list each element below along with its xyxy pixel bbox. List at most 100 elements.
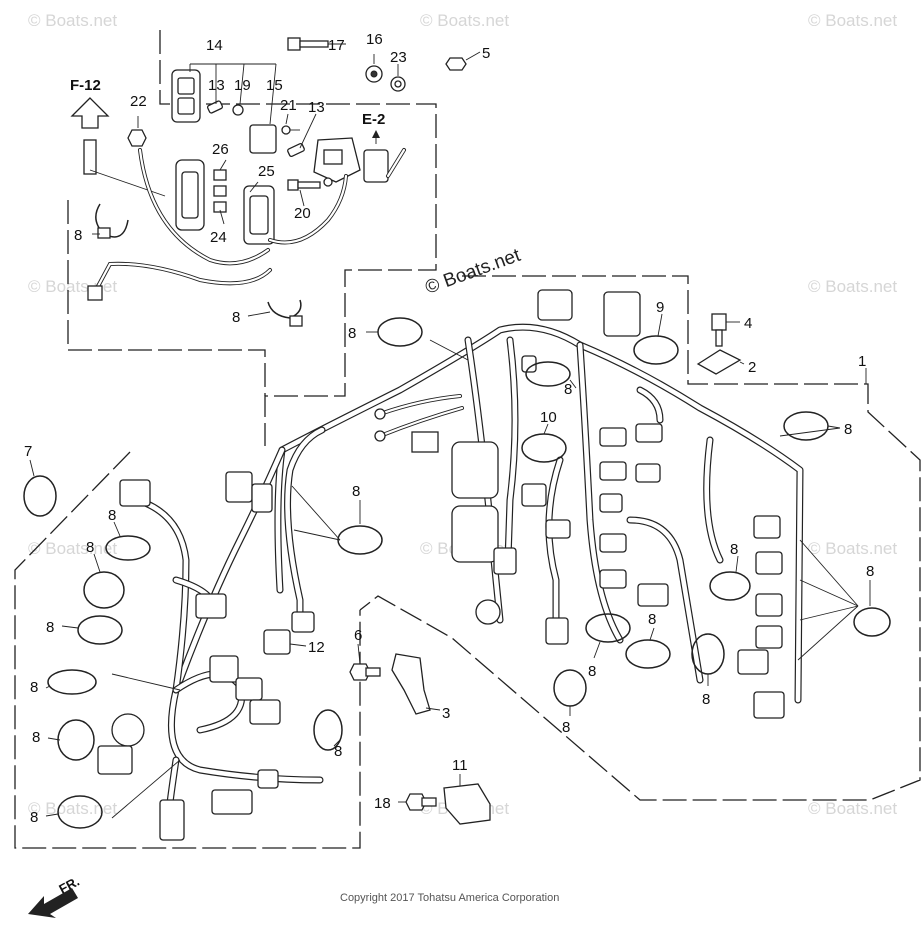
terminal <box>87 285 103 301</box>
clamp-8 <box>709 571 751 601</box>
callout-8: 8 <box>32 729 40 746</box>
clamp-8 <box>377 317 423 347</box>
callout-8: 8 <box>730 541 738 558</box>
watermark: © Boats.net <box>808 539 897 558</box>
brand-mark: © Boats.net <box>423 245 524 299</box>
callout-8: 8 <box>352 483 360 500</box>
bolt-20 <box>287 179 299 191</box>
bolt-6 <box>349 663 371 681</box>
callout-15: 15 <box>266 77 283 94</box>
callout-8: 8 <box>46 619 54 636</box>
clamp-8 <box>553 669 587 707</box>
bolt-17 <box>287 37 301 51</box>
leaders <box>29 43 871 819</box>
front-arrow-icon <box>28 888 78 918</box>
callouts: 1 2 3 4 5 6 7 8 8 8 8 8 8 8 8 8 8 8 8 8 … <box>24 31 874 826</box>
connector <box>603 291 641 337</box>
watermark: © Boats.net <box>28 11 117 30</box>
fuse-26 <box>213 169 227 181</box>
clamp-8 <box>57 795 103 829</box>
sensor <box>475 599 501 625</box>
callout-8: 8 <box>348 325 356 342</box>
callout-11: 11 <box>452 757 468 774</box>
callout-26: 26 <box>212 141 229 158</box>
callout-13: 13 <box>208 77 225 94</box>
callout-8: 8 <box>562 719 570 736</box>
watermark: © Boats.net <box>808 11 897 30</box>
connector-e2 <box>363 149 389 183</box>
watermark: © Boats.net <box>28 277 117 296</box>
ignition-coil-connector <box>451 505 499 563</box>
upper-left-parts <box>87 37 467 327</box>
callout-14: 14 <box>206 37 223 54</box>
callout-24: 24 <box>210 229 227 246</box>
callout-8: 8 <box>30 809 38 826</box>
callout-8: 8 <box>702 691 710 708</box>
clamp-7 <box>23 475 57 517</box>
callout-6: 6 <box>354 627 362 644</box>
frames <box>14 30 921 849</box>
callout-8: 8 <box>74 227 82 244</box>
watermark: © Boats.net <box>808 799 897 818</box>
callout-8: 8 <box>86 539 94 556</box>
callout-8: 8 <box>648 611 656 628</box>
grommet-12 <box>263 629 291 655</box>
front-direction-indicator: FR. <box>28 874 82 918</box>
callout-3: 3 <box>442 705 450 722</box>
round-connector <box>111 713 145 747</box>
callout-16: 16 <box>366 31 383 48</box>
callout-22: 22 <box>130 93 147 110</box>
watermark: © Boats.net <box>808 277 897 296</box>
watermark: © Boats.net <box>420 11 509 30</box>
clamp-8 <box>105 535 151 561</box>
connector <box>537 289 573 321</box>
cover-11 <box>443 783 491 825</box>
callout-17: 17 <box>328 37 345 54</box>
clamp-10 <box>521 433 567 463</box>
bolt-4 <box>711 313 727 331</box>
clamp-8 <box>313 709 343 751</box>
clamp-8 <box>83 571 125 609</box>
callout-2: 2 <box>748 359 756 376</box>
frame-upper-left <box>159 30 437 446</box>
copyright: Copyright 2017 Tohatsu America Corporati… <box>340 892 559 904</box>
callout-18: 18 <box>374 795 391 812</box>
main-harness <box>176 289 804 719</box>
watermark: © Boats.net <box>28 799 117 818</box>
clamp-8 <box>337 525 383 555</box>
fuse-24 <box>213 201 227 213</box>
frame-lower-left <box>14 451 361 849</box>
callout-8: 8 <box>30 679 38 696</box>
frame-main-harness <box>359 275 921 801</box>
callout-9: 9 <box>656 299 664 316</box>
ref-f12: F-12 <box>70 77 166 197</box>
clamp-8 <box>57 719 95 761</box>
ref-e2-label: E-2 <box>362 111 385 128</box>
ref-e2: E-2 <box>362 111 385 144</box>
screw-21 <box>281 125 291 135</box>
callout-8: 8 <box>588 663 596 680</box>
callout-8: 8 <box>232 309 240 326</box>
callout-25: 25 <box>258 163 275 180</box>
clamps <box>23 317 891 829</box>
clamp-8 <box>525 361 571 387</box>
clamp-8 <box>585 613 631 643</box>
callout-10: 10 <box>540 409 557 426</box>
callout-23: 23 <box>390 49 407 66</box>
clip-2 <box>696 349 742 375</box>
callout-13: 13 <box>308 99 325 116</box>
callout-20: 20 <box>294 205 311 222</box>
bolt-5 <box>445 57 467 71</box>
callout-8: 8 <box>866 563 874 580</box>
callout-8: 8 <box>334 743 342 760</box>
front-label: FR. <box>56 874 82 897</box>
bracket-3 <box>391 653 431 715</box>
ignition-coil-connector <box>451 441 499 499</box>
callout-8: 8 <box>564 381 572 398</box>
clamp-8 <box>783 411 829 441</box>
connector-icon <box>83 139 97 175</box>
frame-upper-left-bottom <box>67 200 266 396</box>
callout-8: 8 <box>108 507 116 524</box>
watermark: © Boats.net <box>28 539 117 558</box>
callout-8: 8 <box>844 421 852 438</box>
